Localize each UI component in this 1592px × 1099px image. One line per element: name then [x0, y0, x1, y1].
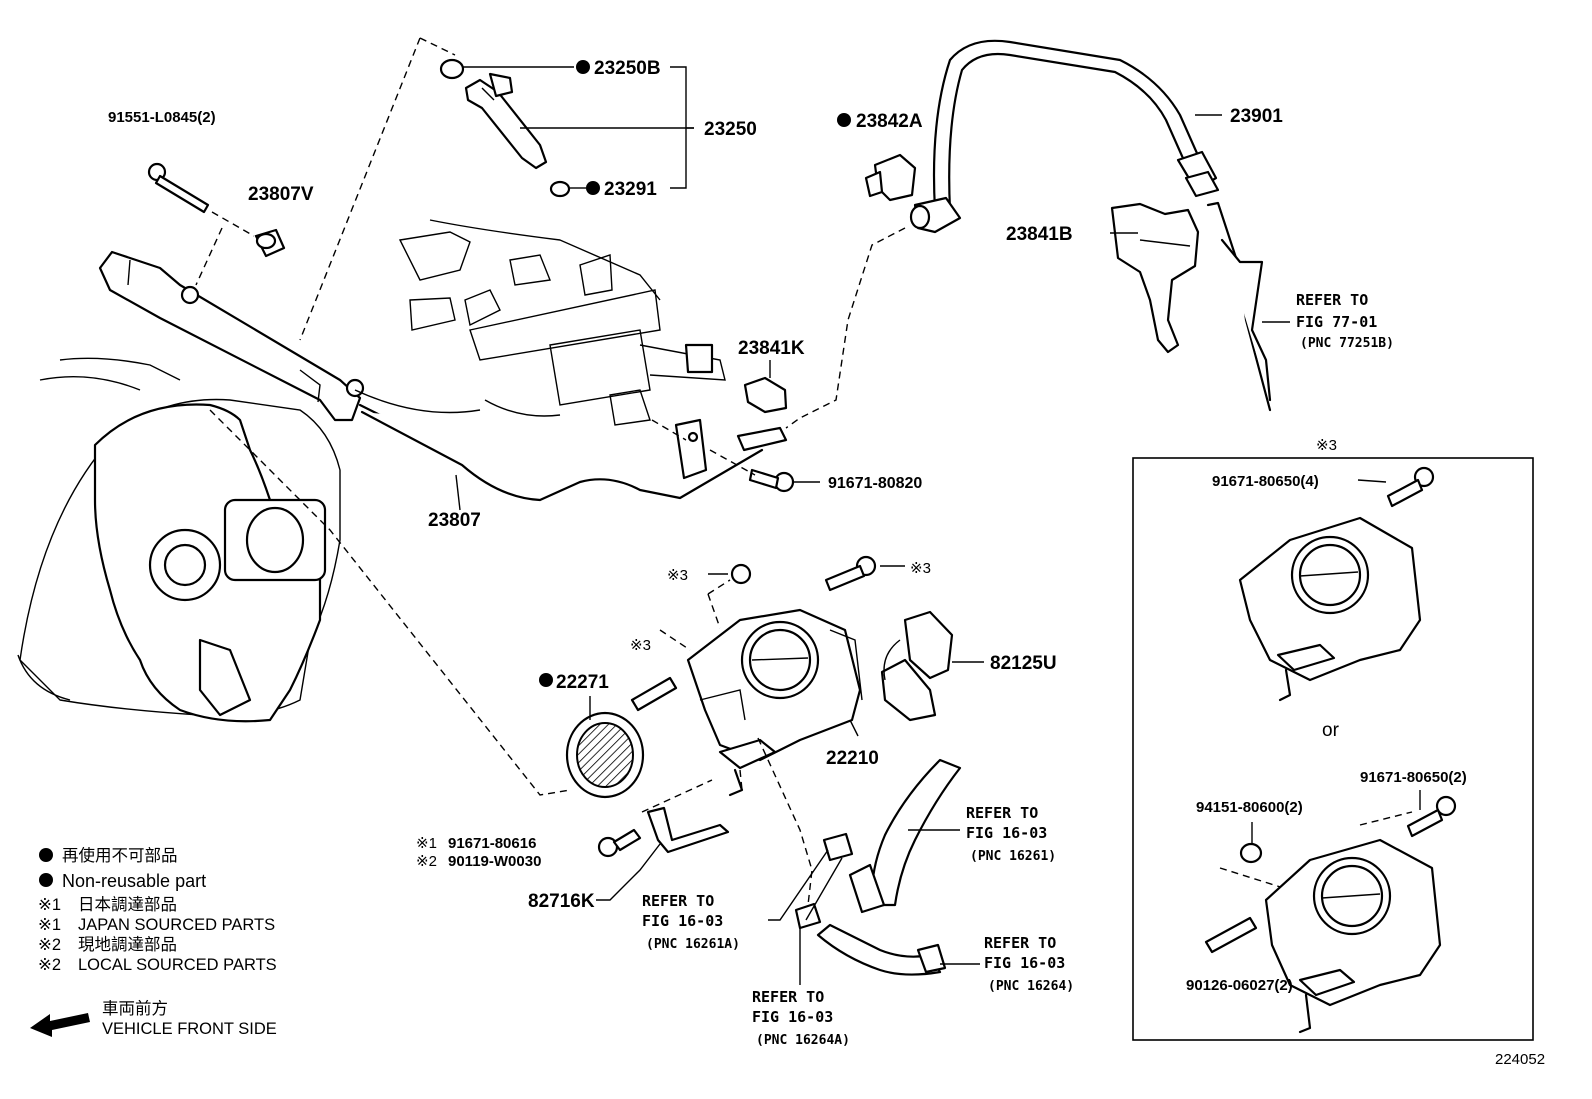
assembly-dashed-lines [195, 37, 1413, 906]
refer-16261A-line1: REFER TO [642, 892, 714, 910]
label-23841K: 23841K [738, 338, 805, 359]
legend-japan-sourced-en: JAPAN SOURCED PARTS [78, 916, 275, 934]
refer-16264A-line2: FIG 16-03 [752, 1008, 833, 1026]
bracket-23841B [1110, 202, 1200, 354]
label-23250B: 23250B [594, 58, 661, 79]
legend-japan-sourced-jp: 日本調達部品 [78, 895, 177, 914]
water-hose-16264 [816, 923, 947, 976]
label-23291: 23291 [604, 179, 657, 200]
bolt-91551-L0845 [147, 162, 210, 214]
refer-16264: REFER TO FIG 16-03 (PNC 16264) [984, 934, 1074, 994]
mark-note3-bolt: ※3 [910, 560, 931, 577]
label-23842A: 23842A [856, 111, 923, 132]
part-labels: 23250B 23250 23291 23842A 23901 91551-L0… [108, 58, 1467, 994]
stud-bolt-3 [630, 676, 678, 712]
alternative-parts-box [1132, 457, 1534, 1041]
legend-nonreusable-en: Non-reusable part [62, 871, 206, 891]
leader-lines [455, 66, 1421, 985]
label-22210: 22210 [826, 748, 879, 769]
label-23250: 23250 [704, 119, 757, 140]
mark-note3-nut: ※3 [667, 567, 688, 584]
legend-local-sourced-jp: 現地調達部品 [78, 935, 177, 954]
refer-16261: REFER TO FIG 16-03 (PNC 16261) [966, 804, 1056, 864]
water-hose-16261 [848, 758, 962, 914]
legend: 再使用不可部品 Non-reusable part ※1 日本調達部品 ※1 J… [30, 846, 277, 1038]
refer-16264-line3: (PNC 16264) [988, 979, 1074, 994]
bolt-91671-80616 [597, 828, 642, 858]
label-91671-80820: 91671-80820 [828, 475, 922, 492]
refer-77-line2: FIG 77-01 [1296, 313, 1377, 331]
label-94151-80600: 94151-80600(2) [1196, 799, 1303, 816]
bracket-82716K [646, 806, 730, 854]
label-91671-80650-2: 91671-80650(2) [1360, 769, 1467, 786]
bolt-91671-80820 [748, 468, 795, 493]
label-23807V: 23807V [248, 184, 314, 205]
refer-77-line3: (PNC 77251B) [1300, 336, 1394, 351]
label-91671-80650-4: 91671-80650(4) [1212, 473, 1319, 490]
label-23807: 23807 [428, 510, 481, 531]
legend-note2-mark-a: ※2 [38, 936, 61, 954]
legend-front-jp: 車両前方 [102, 999, 168, 1018]
sensor-82125U [880, 610, 954, 722]
legend-note1-mark-b: ※1 [38, 916, 61, 934]
refer-16264-line1: REFER TO [984, 934, 1056, 952]
label-90126-06027: 90126-06027(2) [1186, 977, 1293, 994]
refer-16264A: REFER TO FIG 16-03 (PNC 16264A) [752, 988, 850, 1048]
fuel-hose-23901 [909, 39, 1220, 234]
label-22271: 22271 [556, 672, 609, 693]
engine-turbo-illustration [17, 357, 341, 723]
intake-manifold-illustration [354, 219, 726, 426]
label-82125U: 82125U [990, 653, 1057, 674]
refer-16261-line3: (PNC 16261) [970, 849, 1056, 864]
hose-fitting-16261A [822, 832, 854, 862]
mark-note3-stud: ※3 [630, 637, 651, 654]
fuel-injector-23250 [439, 58, 571, 198]
label-91671-80616: 91671-80616 [448, 835, 536, 852]
clamp-23842A [864, 153, 917, 202]
legend-note2-mark-b: ※2 [38, 956, 61, 974]
refer-77-line1: REFER TO [1296, 291, 1368, 309]
label-23901: 23901 [1230, 106, 1283, 127]
alternative-or-label: or [1322, 720, 1340, 741]
alt-throttle-body-upper [1238, 466, 1435, 702]
nut-3 [730, 563, 752, 585]
mark-note3-box: ※3 [1316, 437, 1337, 454]
refer-16261-line2: FIG 16-03 [966, 824, 1047, 842]
vehicle-front-arrow-icon [30, 1013, 90, 1037]
source-marks: ※3 ※3 ※3 ※3 ※1 ※2 ※3 [416, 437, 1337, 870]
label-91551-L0845: 91551-L0845(2) [108, 109, 216, 126]
collar-23807V [254, 228, 286, 258]
refer-77-01: REFER TO FIG 77-01 (PNC 77251B) [1296, 291, 1394, 351]
throttle-body-22210 [686, 608, 863, 797]
fuel-rail-23807 [98, 250, 788, 502]
mark-note2-w0030: ※2 [416, 853, 437, 870]
parts-diagram: 23250B 23250 23291 23842A 23901 91551-L0… [17, 37, 1545, 1068]
refer-16261A: REFER TO FIG 16-03 (PNC 16261A) [642, 892, 740, 952]
alt-throttle-body-lower [1204, 795, 1457, 1034]
clamp-23841K [743, 376, 788, 414]
refer-16264A-line3: (PNC 16264A) [756, 1033, 850, 1048]
gasket-22271 [565, 711, 645, 799]
legend-nonreusable-jp: 再使用不可部品 [62, 846, 178, 865]
refer-16261-line1: REFER TO [966, 804, 1038, 822]
refer-hose-77 [1206, 201, 1272, 412]
refer-16264A-line1: REFER TO [752, 988, 824, 1006]
figure-number: 224052 [1495, 1051, 1545, 1068]
refer-16264-line2: FIG 16-03 [984, 954, 1065, 972]
mark-note1-80616: ※1 [416, 835, 437, 852]
label-90119-W0030: 90119-W0030 [448, 853, 541, 870]
bolt-3-top [824, 555, 877, 592]
non-reusable-bullets [539, 60, 851, 687]
refer-16261A-line3: (PNC 16261A) [646, 937, 740, 952]
legend-front-en: VEHICLE FRONT SIDE [102, 1020, 277, 1038]
label-82716K: 82716K [528, 891, 595, 912]
refer-16261A-line2: FIG 16-03 [642, 912, 723, 930]
legend-local-sourced-en: LOCAL SOURCED PARTS [78, 956, 277, 974]
label-23841B: 23841B [1006, 224, 1073, 245]
legend-note1-mark-a: ※1 [38, 896, 61, 914]
